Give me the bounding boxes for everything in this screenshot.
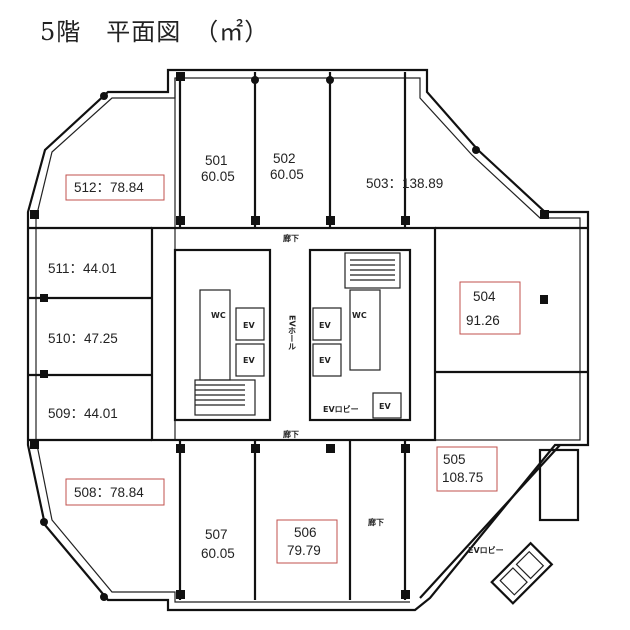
room-512-label: 512：78.84 xyxy=(74,180,144,195)
room-510-label: 510：47.25 xyxy=(48,331,118,346)
room-511-label: 511：44.01 xyxy=(48,261,117,276)
page-title: 5階 平面図 （㎡） xyxy=(40,18,270,46)
room-505-area: 108.75 xyxy=(442,470,483,485)
ev-label-1: EV xyxy=(243,321,255,330)
room-503-label: 503：138.89 xyxy=(366,176,443,191)
highlight-box-505 xyxy=(436,446,498,492)
room-506-area: 79.79 xyxy=(287,543,321,558)
partitions xyxy=(28,72,588,600)
room-504-number: 504 xyxy=(473,289,496,304)
room-501-area: 60.05 xyxy=(201,169,235,184)
ev-label-4: EV xyxy=(319,356,331,365)
ev-lobby-label-annex: EVロビー xyxy=(468,545,504,555)
columns xyxy=(30,72,549,601)
corridor-label-bottom: 廊下 xyxy=(283,429,299,439)
room-507-number: 507 xyxy=(205,527,228,542)
room-502-number: 502 xyxy=(273,151,296,166)
outer-wall xyxy=(26,68,590,612)
outer-wall-inner xyxy=(174,77,581,441)
room-506-number: 506 xyxy=(294,525,317,540)
wc-label-left: WC xyxy=(211,311,226,320)
highlight-box-504 xyxy=(459,281,521,335)
corridor-label-top: 廊下 xyxy=(283,233,299,243)
ev-lobby-label-core: EVロビー xyxy=(323,404,359,414)
room-507-area: 60.05 xyxy=(201,546,235,561)
room-508-label: 508：78.84 xyxy=(74,485,144,500)
highlight-box-512 xyxy=(65,174,165,201)
room-505-number: 505 xyxy=(443,452,466,467)
ev-label-2: EV xyxy=(243,356,255,365)
wc-label-right: WC xyxy=(352,311,367,320)
core-outline xyxy=(150,226,437,442)
room-509-label: 509：44.01 xyxy=(48,406,118,421)
ev-hall-label: EVホール xyxy=(288,315,297,351)
core-internals xyxy=(173,248,580,605)
room-501-number: 501 xyxy=(205,153,228,168)
highlight-box-508 xyxy=(65,478,165,506)
room-504-area: 91.26 xyxy=(466,313,500,328)
corridor-label-south: 廊下 xyxy=(368,517,384,527)
ev-label-5: EV xyxy=(379,402,391,411)
room-502-area: 60.05 xyxy=(270,167,304,182)
highlight-box-506 xyxy=(276,519,338,564)
ev-label-3: EV xyxy=(319,321,331,330)
